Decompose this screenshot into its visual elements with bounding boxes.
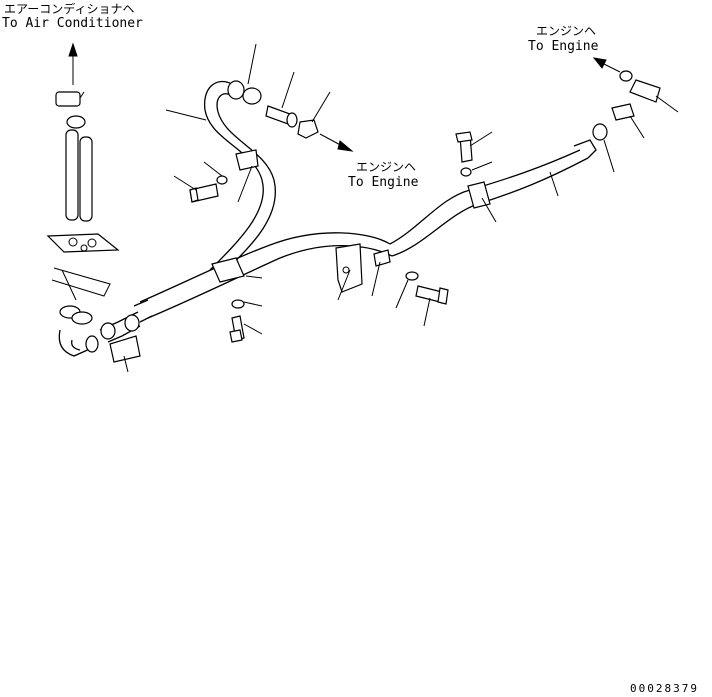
left-tube-assembly — [46, 91, 120, 357]
right-engine-fittings — [592, 57, 661, 141]
label-engine-top-en: To Engine — [528, 39, 599, 54]
main-heater-hose — [99, 139, 597, 363]
label-engine-top-jp: エンジンヘ — [536, 24, 597, 38]
label-engine-mid-en: To Engine — [348, 175, 419, 190]
label-engine-mid-jp: エンジンヘ — [356, 160, 417, 174]
upper-loop-hose — [203, 80, 276, 273]
middle-engine-fittings — [265, 105, 354, 152]
arrow-to-air-conditioner — [68, 42, 78, 85]
label-air-conditioner-jp: エアーコンディショナヘ — [4, 2, 135, 16]
label-air-conditioner-en: To Air Conditioner — [2, 16, 143, 31]
main-hose-clamps — [211, 131, 491, 343]
leader-lines — [79, 43, 679, 373]
drawing-number: 00028379 — [630, 682, 699, 695]
support-bracket — [335, 243, 449, 305]
loop-hose-clamp — [189, 149, 259, 203]
